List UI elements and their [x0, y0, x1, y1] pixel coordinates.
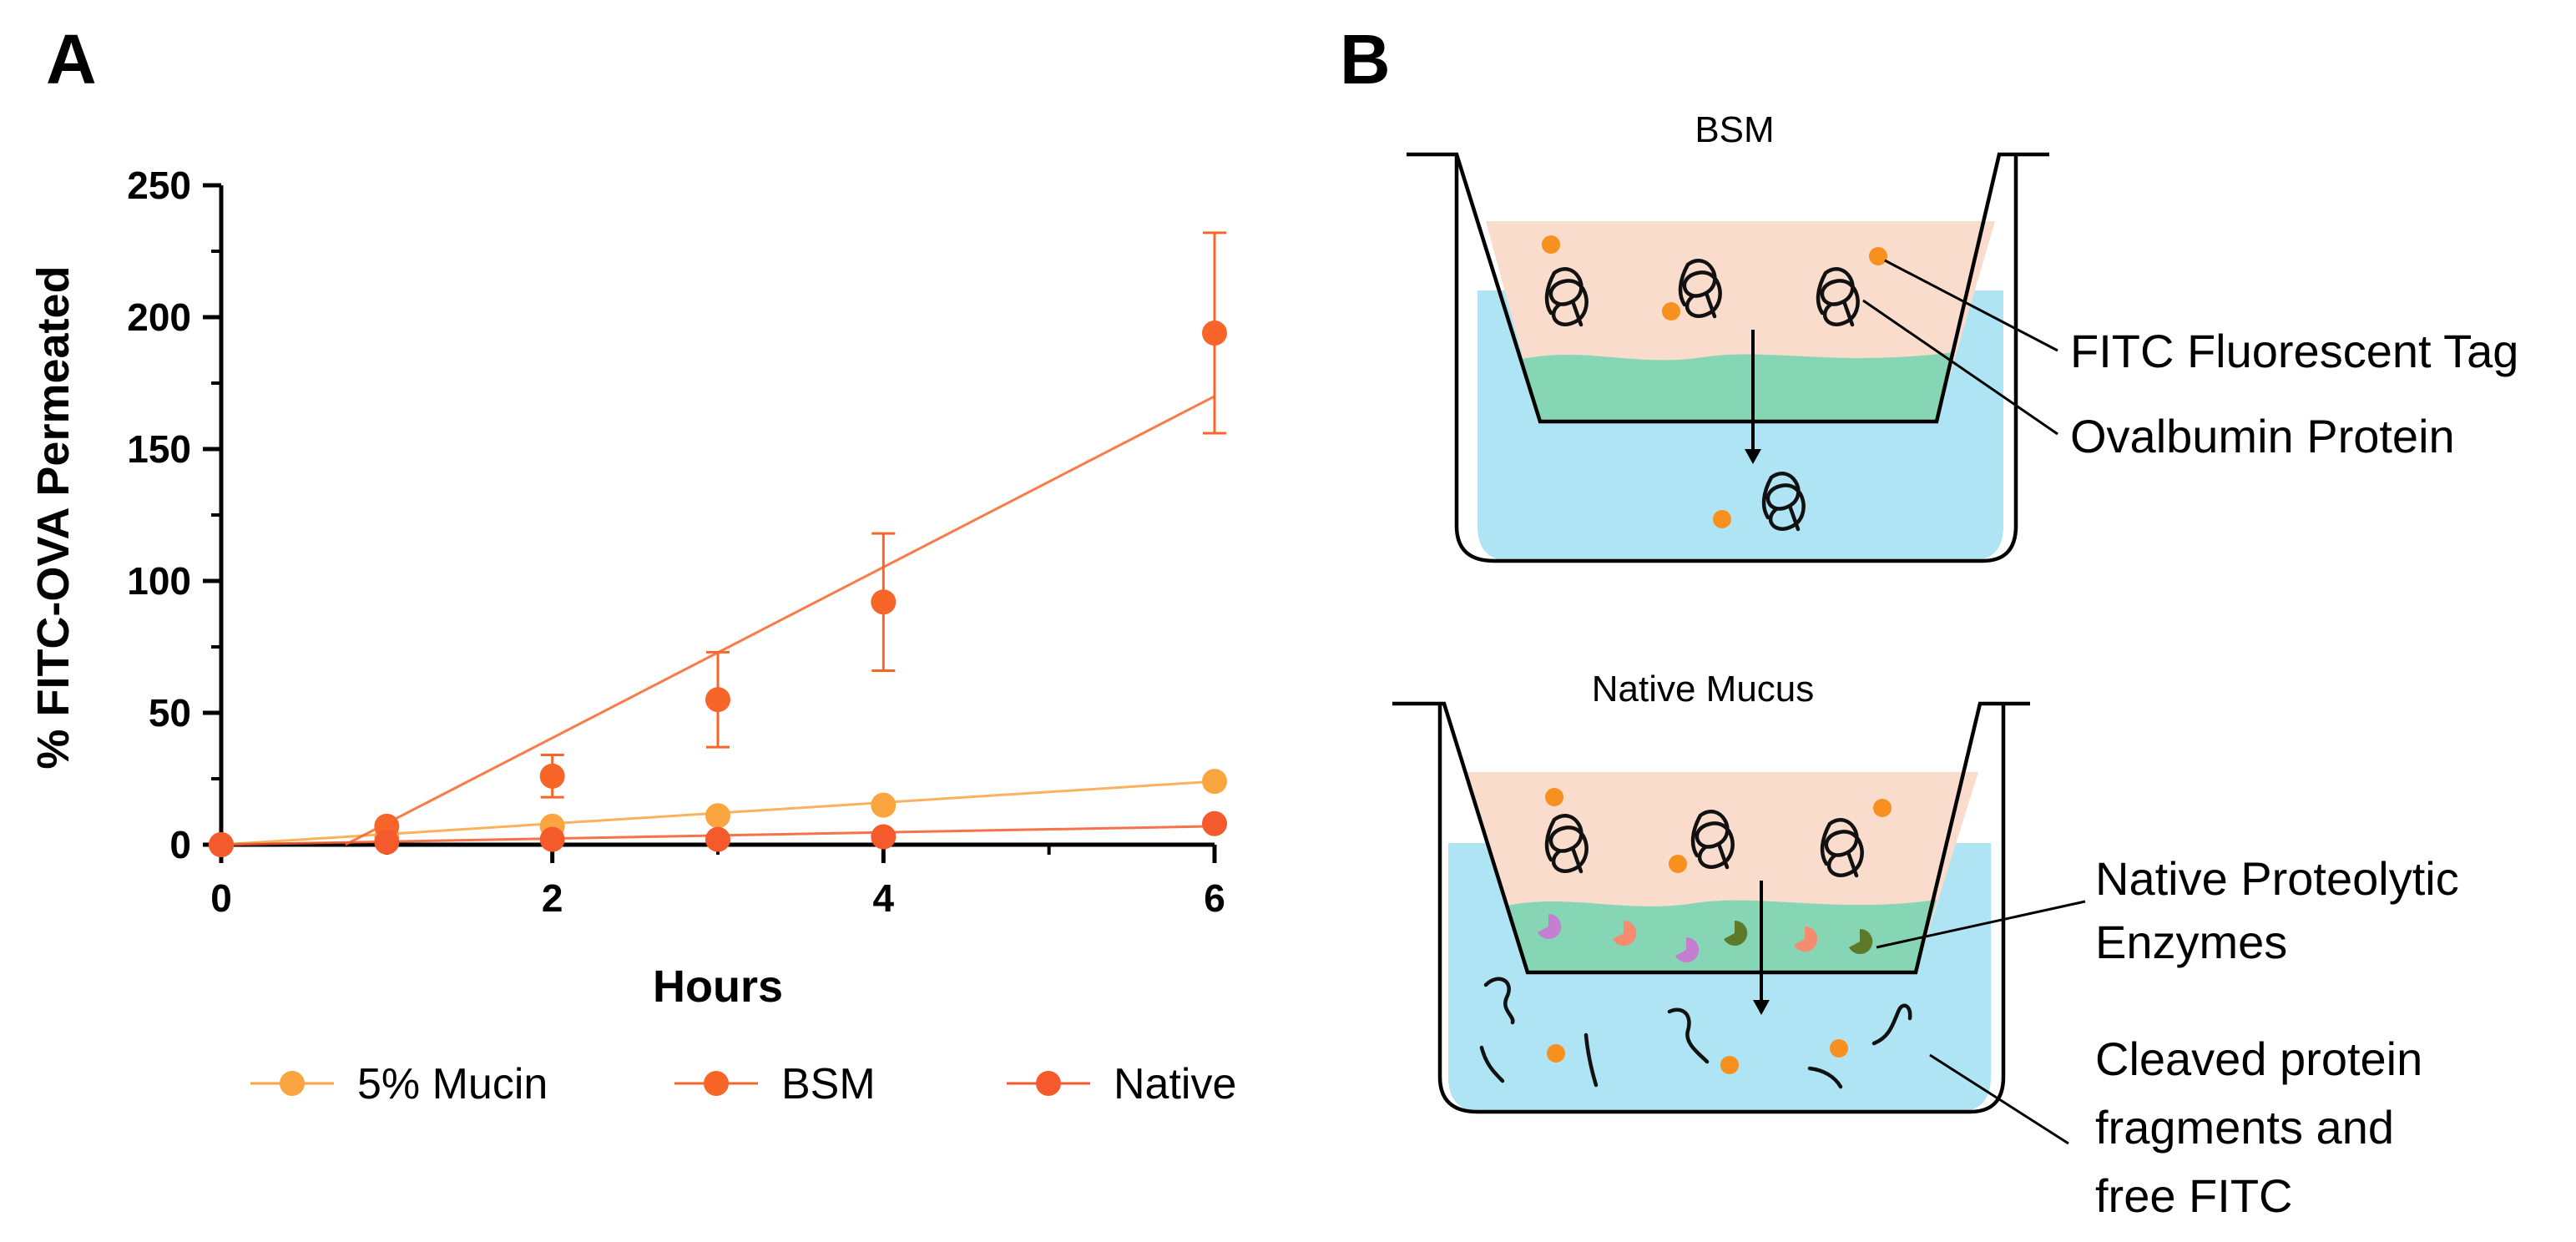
enzyme-icon	[1538, 913, 1562, 939]
native-arrowhead	[1753, 1000, 1770, 1015]
cleaved-pointer	[1929, 1053, 2069, 1145]
y-tick-label: 250	[127, 164, 191, 207]
fitc-dot	[1669, 855, 1687, 873]
data-point-bsm	[705, 687, 730, 713]
data-point-native	[1202, 810, 1227, 836]
bsm-transwell-diagram: BSM FITC Fluorescent Tag Ovalbumin Prote…	[1407, 109, 2518, 563]
data-point-native	[871, 824, 897, 850]
free-fitc-dot	[1830, 1039, 1848, 1058]
error-bars	[540, 231, 1226, 799]
data-point-5-mucin	[871, 792, 897, 818]
native-mucus-gel	[1507, 900, 1937, 972]
x-tick-label: 2	[542, 876, 563, 920]
bsm-well-outline	[1454, 154, 2018, 563]
legend: 5% Mucin BSM Native	[250, 1060, 1236, 1108]
x-tick-label: 0	[210, 876, 232, 920]
fitc-dot	[1662, 302, 1680, 321]
tick-labels: 0 50 100 150 200 250 0 2 4 6	[127, 164, 1225, 920]
y-tick-label: 200	[127, 295, 191, 339]
native-transwell-insert	[1392, 701, 2030, 975]
legend-label-bsm: BSM	[781, 1060, 876, 1108]
y-tick-label: 50	[149, 691, 191, 735]
cleaved-label-line2: fragments and	[2095, 1101, 2394, 1154]
y-tick-label: 100	[127, 559, 191, 603]
native-transwell-diagram: Native Mucus N	[1392, 669, 2459, 1222]
data-markers	[209, 320, 1227, 857]
y-axis-title: % FITC-OVA Permeated	[28, 265, 78, 769]
fit-lines	[220, 395, 1215, 846]
fitc-dot	[1545, 788, 1563, 806]
fitc-tag-pointer	[1884, 259, 2058, 352]
data-point-5-mucin	[1202, 769, 1227, 795]
fit-line-bsm	[345, 395, 1215, 846]
x-tick-label: 6	[1204, 876, 1225, 920]
enzyme-icon	[1724, 920, 1748, 946]
enzyme-icon	[1794, 926, 1818, 952]
plot-area: 0 50 100 150 200 250 0 2 4 6	[127, 164, 1227, 920]
x-axis-title: Hours	[653, 962, 783, 1012]
enzymes-pointer	[1876, 900, 2086, 949]
panel-b-letter: B	[1340, 20, 1391, 98]
bsm-diagram-title: BSM	[1695, 109, 1774, 150]
free-fitc-dot	[1547, 1044, 1565, 1063]
data-point-bsm	[871, 589, 897, 615]
data-point-bsm	[539, 763, 565, 789]
enzyme-icon	[1849, 928, 1873, 954]
data-point-bsm	[1202, 320, 1227, 346]
fitc-dot	[1869, 247, 1887, 265]
enzyme-icon	[1675, 937, 1700, 962]
data-point-native	[374, 829, 400, 855]
data-point-5-mucin	[705, 803, 730, 829]
bsm-arrowhead	[1745, 449, 1761, 464]
legend-label-native: Native	[1114, 1060, 1236, 1108]
axes	[203, 183, 1217, 863]
panel-a-letter: A	[46, 20, 97, 98]
fitc-dot	[1542, 235, 1560, 254]
enzymes-label-line2: Enzymes	[2095, 916, 2287, 968]
fitc-dot	[1713, 510, 1731, 528]
bsm-transwell-insert	[1407, 152, 2049, 424]
enzymes-label-line1: Native Proteolytic	[2095, 852, 2459, 905]
ovalbumin-label: Ovalbumin Protein	[2070, 410, 2455, 462]
native-diagram-title: Native Mucus	[1592, 669, 1815, 709]
cleaved-fragments	[1479, 977, 1912, 1089]
native-well-outline	[1437, 704, 2006, 1114]
data-point-native	[539, 826, 565, 852]
y-tick-label: 0	[169, 823, 191, 866]
data-point-native	[209, 832, 234, 857]
bsm-mucus-gel	[1523, 352, 1953, 422]
data-point-native	[705, 826, 730, 852]
legend-label-5-mucin: 5% Mucin	[357, 1060, 548, 1108]
enzyme-icon	[1613, 920, 1637, 946]
cleaved-label-line1: Cleaved protein	[2095, 1032, 2422, 1085]
legend-marker-bsm	[704, 1071, 729, 1096]
y-tick-label: 150	[127, 427, 191, 471]
legend-marker-native	[1036, 1071, 1061, 1096]
x-tick-label: 4	[873, 876, 895, 920]
cleaved-label-line3: free FITC	[2095, 1169, 2292, 1222]
ovalbumin-pointer	[1862, 299, 2058, 436]
fitc-dot	[1873, 799, 1892, 817]
free-fitc-dot	[1720, 1056, 1739, 1074]
legend-marker-5-mucin	[280, 1071, 305, 1096]
fitc-tag-label: FITC Fluorescent Tag	[2070, 325, 2518, 377]
